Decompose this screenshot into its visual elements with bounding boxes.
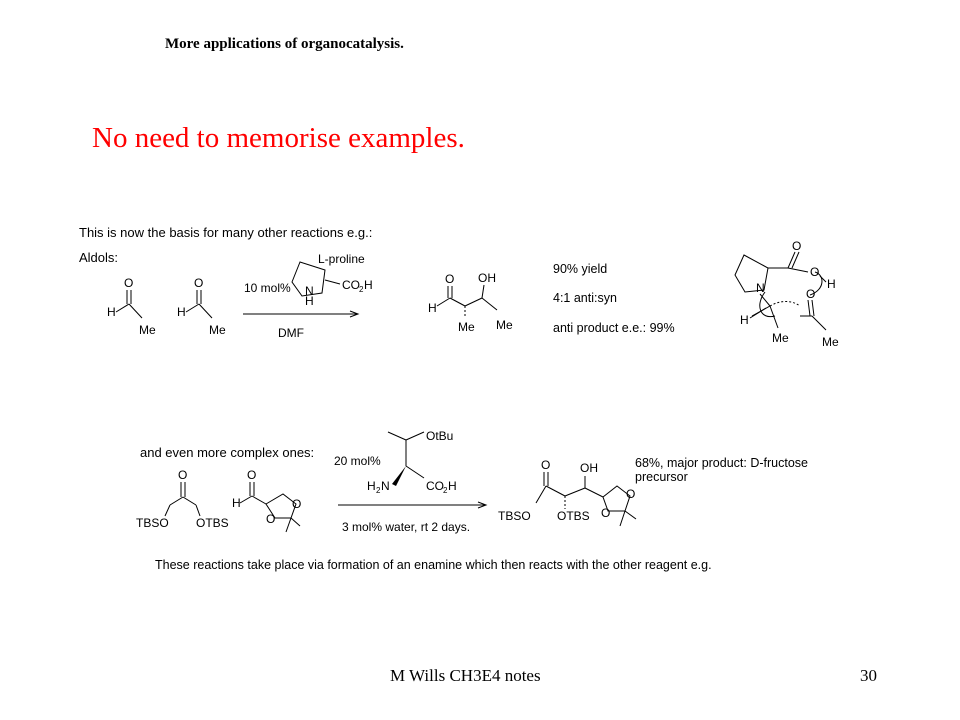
svg-text:Me: Me: [458, 320, 475, 334]
svg-text:O: O: [601, 506, 610, 520]
svg-text:10 mol%: 10 mol%: [244, 281, 291, 295]
svg-text:O: O: [247, 468, 256, 482]
intro-text: This is now the basis for many other rea…: [79, 225, 373, 240]
bottom-note: These reactions take place via formation…: [155, 558, 712, 572]
svg-text:Me: Me: [209, 323, 226, 337]
svg-text:N: N: [756, 281, 765, 295]
svg-text:OTBS: OTBS: [557, 509, 590, 523]
svg-text:O: O: [792, 239, 801, 253]
svg-text:OTBS: OTBS: [196, 516, 229, 530]
svg-text:H: H: [827, 277, 836, 291]
propanal-2: O H Me: [177, 276, 226, 337]
svg-text:Me: Me: [139, 323, 156, 337]
svg-text:O: O: [194, 276, 203, 290]
transition-state: O O H N H Me O Me: [734, 239, 839, 349]
svg-text:2: 2: [376, 486, 381, 495]
svg-text:O: O: [541, 458, 550, 472]
svg-text:20 mol%: 20 mol%: [334, 454, 381, 468]
aldol-solvent: DMF: [278, 326, 304, 340]
svg-text:H: H: [305, 294, 314, 308]
svg-text:CO: CO: [426, 479, 444, 493]
proline-structure: L-proline 10 mol% N H CO 2 H: [244, 252, 373, 308]
footer-course: M Wills CH3E4 notes: [390, 666, 541, 685]
svg-text:2: 2: [443, 486, 448, 495]
fructose-precursor: O TBSO OTBS OH O O: [498, 458, 637, 527]
svg-text:TBSO: TBSO: [136, 516, 169, 530]
svg-text:2: 2: [359, 285, 364, 294]
svg-text:H: H: [367, 479, 376, 493]
svg-text:H: H: [107, 305, 116, 319]
svg-text:O: O: [626, 487, 635, 501]
complex-result-line2: precursor: [635, 470, 688, 484]
svg-text:O: O: [178, 468, 187, 482]
svg-text:H: H: [448, 479, 457, 493]
svg-text:Me: Me: [822, 335, 839, 349]
svg-text:O: O: [292, 497, 301, 511]
complex-result-line1: 68%, major product: D-fructose: [635, 456, 808, 470]
aldols-label: Aldols:: [79, 250, 119, 265]
svg-text:H: H: [740, 313, 749, 327]
svg-text:OH: OH: [580, 461, 598, 475]
svg-text:O: O: [124, 276, 133, 290]
svg-text:N: N: [381, 479, 390, 493]
aldol-product: O H Me OH Me: [428, 271, 513, 334]
svg-text:H: H: [364, 278, 373, 292]
page-number: 30: [860, 666, 877, 685]
svg-text:N: N: [305, 284, 314, 298]
svg-text:H: H: [177, 305, 186, 319]
svg-text:O: O: [445, 272, 454, 286]
complex-conditions: 3 mol% water, rt 2 days.: [342, 520, 470, 534]
aldol-ratio: 4:1 anti:syn: [553, 291, 617, 305]
slide-title: More applications of organocatalysis.: [165, 36, 404, 52]
slide-subtitle: No need to memorise examples.: [92, 122, 465, 154]
aldol-yield: 90% yield: [553, 262, 608, 276]
svg-text:CO: CO: [342, 278, 360, 292]
svg-text:Me: Me: [496, 318, 513, 332]
svg-text:Me: Me: [772, 331, 789, 345]
svg-text:OtBu: OtBu: [426, 429, 453, 443]
threonine-catalyst: OtBu 20 mol% H 2 N CO 2 H: [334, 429, 457, 495]
svg-text:O: O: [266, 512, 275, 526]
svg-text:OH: OH: [478, 271, 496, 285]
svg-text:TBSO: TBSO: [498, 509, 531, 523]
propanal-1: O H Me: [107, 276, 156, 337]
protected-ketone: O TBSO OTBS: [136, 468, 229, 530]
svg-text:L-proline: L-proline: [318, 252, 365, 266]
acetonide-aldehyde: O H O O: [232, 468, 301, 533]
complex-label: and even more complex ones:: [140, 445, 315, 460]
aldol-ratio-text: 4:1 anti:syn: [553, 291, 617, 305]
svg-text:O: O: [810, 265, 819, 279]
svg-text:H: H: [428, 301, 437, 315]
svg-text:H: H: [232, 496, 241, 510]
svg-text:O: O: [806, 287, 815, 301]
aldol-ee: anti product e.e.: 99%: [553, 321, 675, 335]
